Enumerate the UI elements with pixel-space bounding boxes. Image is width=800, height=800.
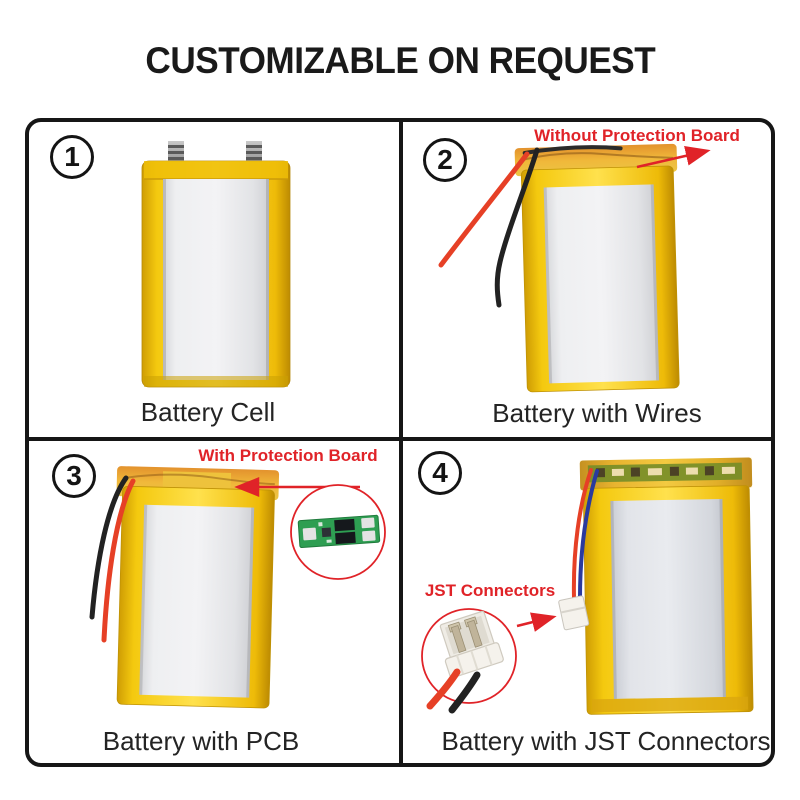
annotation-with-protection-board: With Protection Board [198, 446, 378, 465]
panel-2-number-badge: 2 [423, 138, 467, 182]
panel-3-caption: Battery with PCB [102, 726, 300, 756]
panel-1-number-badge: 1 [50, 135, 94, 179]
panel-1-caption: Battery Cell [140, 397, 276, 427]
red-wire [426, 668, 461, 710]
jst-connector-on-battery [558, 595, 590, 631]
battery-tab-icon [168, 141, 262, 165]
black-wire [494, 147, 540, 308]
red-wire [438, 151, 530, 268]
battery-with-pcb-illustration [89, 466, 386, 709]
jst-connector-inset [426, 610, 504, 714]
panel-2-caption: Battery with Wires [492, 398, 702, 428]
grid-divider-horizontal [29, 437, 771, 441]
protection-pcb-inset [297, 514, 381, 549]
jst-arrow-icon [516, 612, 557, 632]
panel-4-number-badge: 4 [418, 451, 462, 495]
panel-4-caption: Battery with JST Connectors [441, 726, 771, 756]
battery-with-jst-illustration [421, 457, 754, 715]
blue-wire [578, 469, 599, 600]
panel-3-number-badge: 3 [52, 454, 96, 498]
red-wire [571, 468, 593, 600]
without-protection-arrow-icon [636, 145, 711, 169]
annotation-without-protection-board: Without Protection Board [534, 126, 740, 145]
annotation-jst-connectors: JST Connectors [424, 581, 556, 600]
black-wire [89, 475, 129, 620]
battery-with-wires-illustration [438, 143, 711, 393]
red-wire [101, 478, 136, 643]
panel-grid-border [25, 118, 775, 767]
page-title: CUSTOMIZABLE ON REQUEST [145, 40, 655, 81]
black-wire [448, 671, 481, 714]
grid-divider-vertical [399, 122, 403, 763]
battery-cell-illustration [141, 141, 291, 388]
